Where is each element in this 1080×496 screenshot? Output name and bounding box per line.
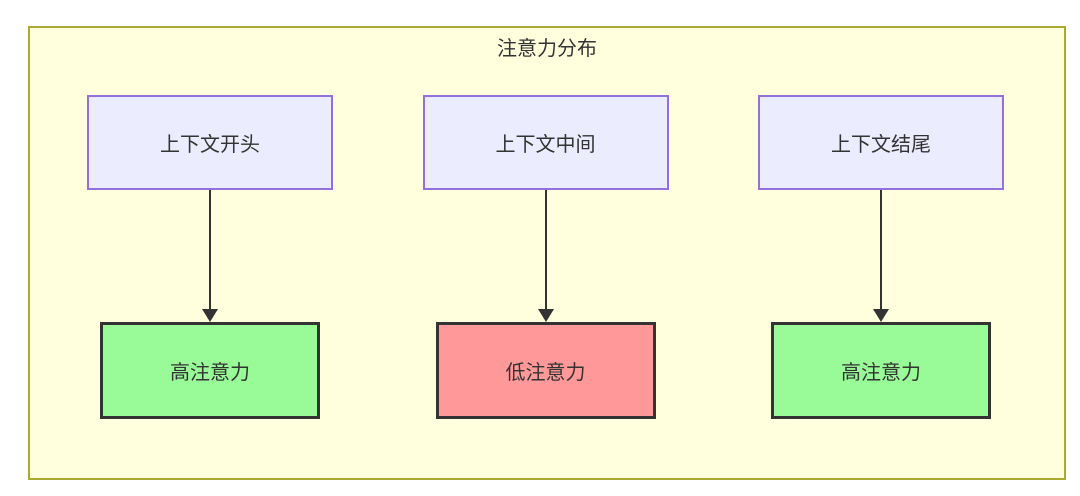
flow-column-context-end: 上下文结尾 高注意力	[756, 95, 1006, 419]
arrow-connector	[873, 190, 889, 322]
source-node-context-middle: 上下文中间	[422, 95, 669, 190]
flow-columns: 上下文开头 高注意力 上下文中间 低注意力	[30, 95, 1064, 419]
target-node-high-attention: 高注意力	[100, 322, 320, 419]
source-node-label: 上下文开头	[160, 134, 260, 156]
target-node-label: 低注意力	[505, 362, 586, 384]
source-node-label: 上下文结尾	[831, 134, 931, 156]
target-node-low-attention: 低注意力	[435, 322, 656, 419]
attention-distribution-cluster: 注意力分布 上下文开头 高注意力 上下文中间	[28, 26, 1066, 480]
target-node-label: 高注意力	[170, 362, 250, 384]
arrow-connector	[537, 190, 554, 322]
source-node-context-start: 上下文开头	[87, 95, 333, 190]
arrow-line	[880, 190, 882, 310]
source-node-label: 上下文中间	[495, 134, 596, 156]
cluster-title: 注意力分布	[497, 38, 597, 60]
arrow-line	[544, 190, 547, 310]
target-node-label: 高注意力	[841, 362, 921, 384]
arrow-line	[209, 190, 211, 310]
arrowhead-down-icon	[873, 309, 889, 322]
arrow-connector	[202, 190, 218, 322]
arrowhead-down-icon	[537, 309, 554, 322]
arrowhead-down-icon	[202, 309, 218, 322]
flow-column-context-middle: 上下文中间 低注意力	[421, 95, 671, 419]
target-node-high-attention: 高注意力	[771, 322, 991, 419]
source-node-context-end: 上下文结尾	[758, 95, 1004, 190]
flow-column-context-start: 上下文开头 高注意力	[85, 95, 335, 419]
